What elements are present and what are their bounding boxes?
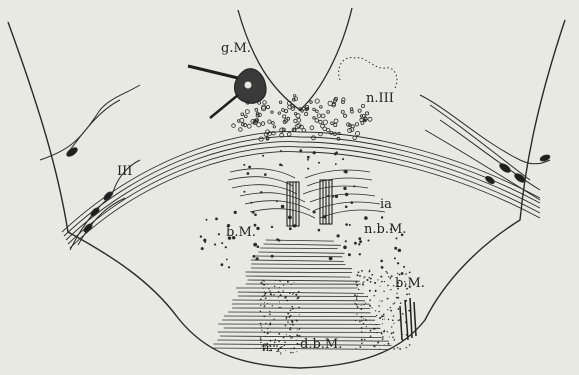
section-outline-right: [300, 20, 565, 368]
central-hatching: [228, 169, 385, 218]
label-bM-left: b.M.: [226, 226, 256, 239]
label-dbM: d.b.M.: [300, 338, 342, 351]
label-ia: ia: [380, 198, 392, 211]
label-fr: fr: [262, 344, 270, 354]
ganglion-cell: [188, 66, 266, 118]
fibre-bundle: [62, 132, 540, 248]
dotted-cell-outline: [339, 57, 397, 88]
label-III: III: [117, 165, 132, 178]
vertical-columns: [287, 180, 332, 226]
lower-right-brush: [400, 298, 416, 340]
label-nbM: n.b.M.: [364, 223, 406, 236]
label-gM: g.M.: [221, 42, 251, 55]
label-nIII: n.III: [366, 92, 394, 105]
lower-striation: [211, 240, 391, 349]
label-bM-right: b.M.: [395, 277, 425, 290]
nucleus-dots: [200, 95, 405, 275]
